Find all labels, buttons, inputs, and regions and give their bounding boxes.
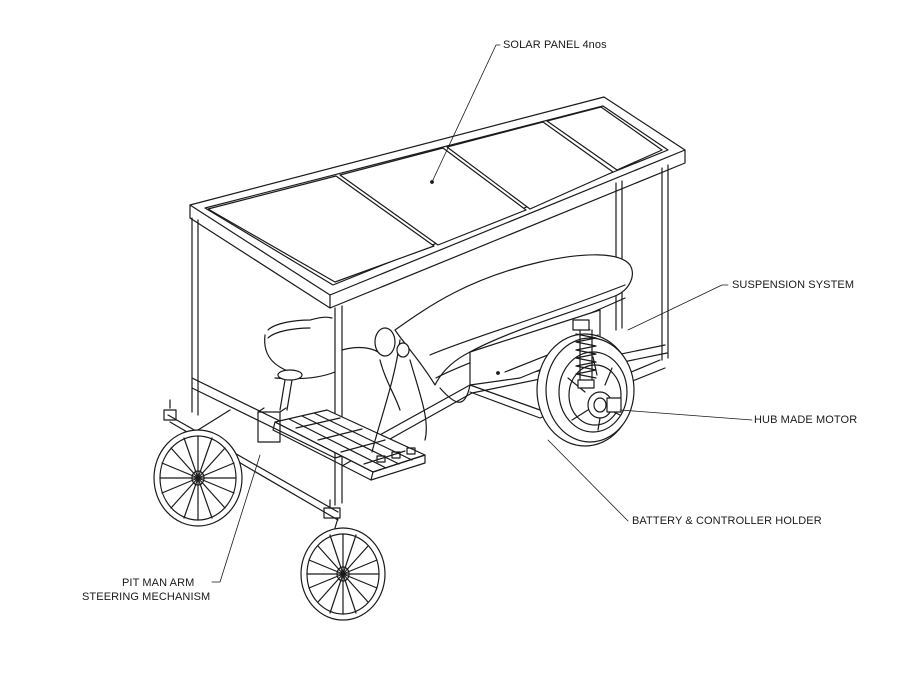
label-suspension-system: SUSPENSION SYSTEM <box>732 279 855 291</box>
body-shell <box>372 255 632 452</box>
label-steering-mechanism: STEERING MECHANISM <box>82 591 211 603</box>
label-hub-motor: HUB MADE MOTOR <box>754 414 858 426</box>
rear-wheel-hub-motor <box>537 334 634 446</box>
front-right-wheel <box>301 518 385 620</box>
solar-panel-cells <box>208 107 662 282</box>
callout-leaders <box>212 45 752 582</box>
suspension-spring <box>573 320 596 388</box>
front-left-wheel <box>154 410 242 526</box>
cargo-tray <box>258 408 425 480</box>
solar-panel-roof <box>190 97 685 308</box>
label-pitman-arm: PIT MAN ARM <box>122 577 195 589</box>
label-battery-controller-holder: BATTERY & CONTROLLER HOLDER <box>632 515 822 527</box>
label-solar-panel: SOLAR PANEL 4nos <box>503 39 607 51</box>
handlebar <box>265 317 409 410</box>
